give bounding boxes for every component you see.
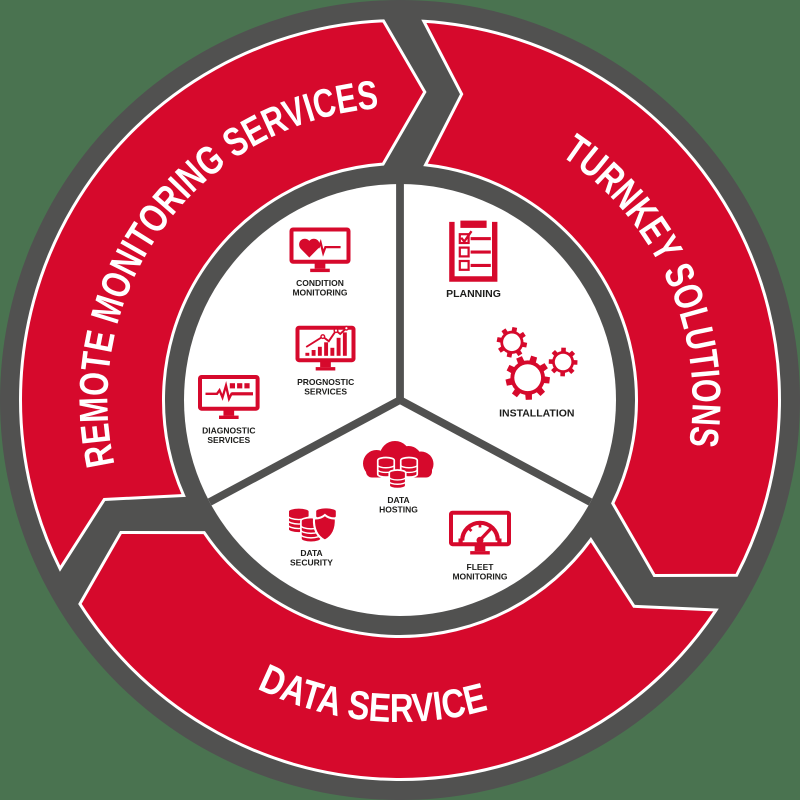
svg-text:DATA: DATA	[300, 548, 322, 558]
svg-text:FLEET: FLEET	[467, 562, 495, 572]
svg-text:INSTALLATION: INSTALLATION	[499, 407, 574, 419]
svg-text:DATA: DATA	[387, 495, 409, 505]
svg-text:MONITORING: MONITORING	[452, 572, 507, 582]
svg-text:SECURITY: SECURITY	[290, 558, 333, 568]
svg-text:PLANNING: PLANNING	[446, 288, 501, 300]
svg-text:SERVICES: SERVICES	[304, 386, 347, 396]
svg-text:CONDITION: CONDITION	[296, 278, 344, 288]
svg-text:HOSTING: HOSTING	[379, 505, 418, 515]
svg-text:PROGNOSTIC: PROGNOSTIC	[297, 377, 354, 387]
svg-text:SERVICES: SERVICES	[207, 435, 250, 445]
svg-text:MONITORING: MONITORING	[292, 287, 347, 297]
svg-text:DIAGNOSTIC: DIAGNOSTIC	[202, 426, 255, 436]
